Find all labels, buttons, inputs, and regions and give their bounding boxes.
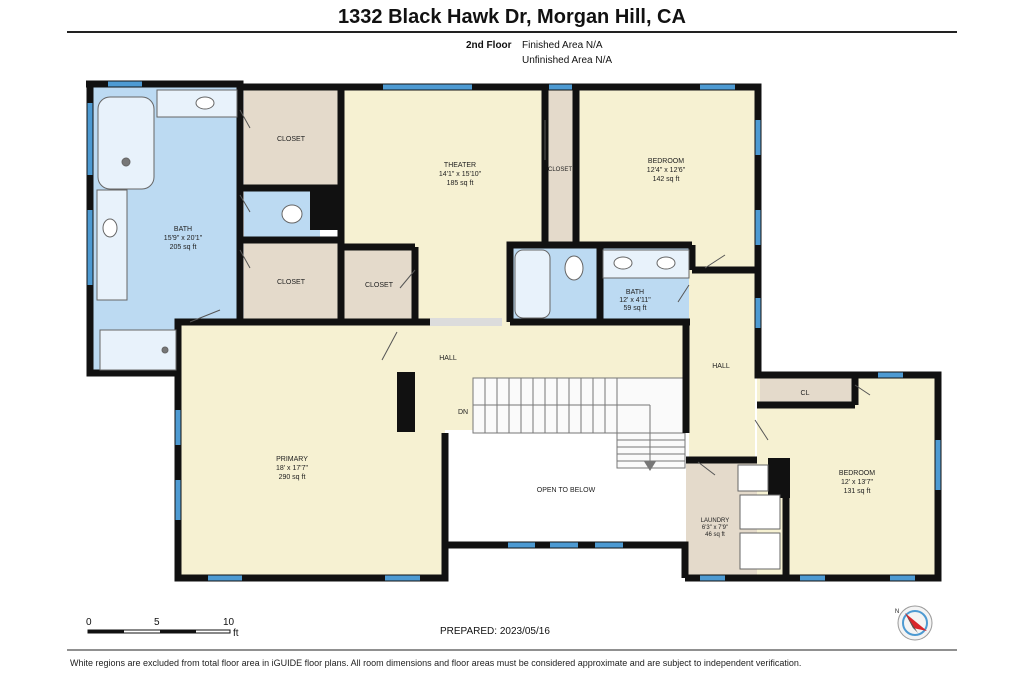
- hall1-name: HALL: [439, 355, 457, 362]
- bedroom2-area: 131 sq ft: [844, 488, 871, 495]
- closet3-name: CLOSET: [365, 282, 394, 289]
- primary-fill: [180, 322, 445, 576]
- hall2-name: HALL: [712, 363, 730, 370]
- bedroom1-dims: 12'4" x 12'6": [647, 167, 686, 174]
- floor-name: 2nd Floor: [466, 40, 512, 51]
- dryer: [739, 532, 781, 570]
- bath2-area: 59 sq ft: [624, 305, 647, 312]
- wall-block-3: [768, 458, 790, 498]
- prepared-date: PREPARED: 2023/05/16: [440, 626, 550, 637]
- room-fills: [90, 87, 935, 576]
- closet2-fill: [244, 241, 338, 319]
- closet4-name: CLOSET: [548, 167, 572, 173]
- bedroom1-area: 142 sq ft: [653, 176, 680, 183]
- washer: [739, 494, 781, 530]
- bedroom1-name: BEDROOM: [648, 158, 684, 165]
- title-rule: [67, 31, 957, 33]
- hall2-fill: [689, 268, 755, 462]
- open-label: OPEN TO BELOW: [537, 487, 596, 494]
- laundry-name: LAUNDRY: [701, 518, 730, 524]
- unfinished-area: Unfinished Area N/A: [522, 55, 613, 66]
- scale-10: 10: [223, 617, 235, 628]
- footer-disclaimer: White regions are excluded from total fl…: [70, 658, 802, 668]
- opening-hall: [430, 318, 502, 326]
- primary-dims: 18' x 17'7": [276, 465, 309, 472]
- wall-block-1: [397, 372, 415, 432]
- finished-area: Finished Area N/A: [522, 40, 603, 51]
- doors: [189, 109, 871, 476]
- plan-title: 1332 Black Hawk Dr, Morgan Hill, CA: [338, 6, 686, 28]
- bath1-dims: 15'9" x 20'1": [164, 235, 203, 242]
- bedroom2-name: BEDROOM: [839, 470, 875, 477]
- vanity-side: [96, 189, 128, 301]
- laundry-area: 46 sq ft: [705, 532, 725, 538]
- laundry-sink: [737, 464, 769, 492]
- primary-name: PRIMARY: [276, 456, 308, 463]
- closet2-name: CLOSET: [277, 279, 306, 286]
- bedroom1-fill: [578, 90, 756, 268]
- laundry-dims: 6'3" x 7'9": [702, 525, 728, 531]
- theater-area: 185 sq ft: [447, 180, 474, 187]
- bathtub: [97, 96, 155, 190]
- closet1-fill: [244, 90, 338, 187]
- toilet2: [564, 255, 584, 281]
- stairs: [472, 377, 686, 471]
- room-labels: BATH 15'9" x 20'1" 205 sq ft CLOSET CLOS…: [164, 136, 875, 538]
- scale-bar: [87, 629, 231, 634]
- bath2-dims: 12' x 4'11": [619, 297, 651, 304]
- theater-name: THEATER: [444, 162, 476, 169]
- scale-5: 5: [154, 617, 160, 628]
- compass-n: N: [895, 609, 899, 615]
- scale-0: 0: [86, 617, 92, 628]
- closet3-fill: [342, 247, 414, 319]
- closet4-fill: [545, 90, 575, 247]
- primary-area: 290 sq ft: [279, 474, 306, 481]
- fixtures: [96, 89, 781, 570]
- walls: [86, 80, 942, 582]
- bedroom2-dims: 12' x 13'7": [841, 479, 874, 486]
- wall-block-2: [310, 190, 340, 230]
- closet1-name: CLOSET: [277, 136, 306, 143]
- toilet1: [281, 204, 303, 224]
- bath1-name: BATH: [174, 226, 192, 233]
- windows: [87, 81, 941, 581]
- bath2-name: BATH: [626, 289, 644, 296]
- dn-label: DN: [458, 409, 468, 416]
- cl-name: CL: [801, 390, 810, 397]
- theater-dims: 14'1" x 15'10": [439, 171, 482, 178]
- bath1-area: 205 sq ft: [170, 244, 197, 251]
- cl-fill: [760, 378, 855, 404]
- scale-unit: ft: [233, 628, 239, 639]
- compass-icon: N: [895, 605, 933, 641]
